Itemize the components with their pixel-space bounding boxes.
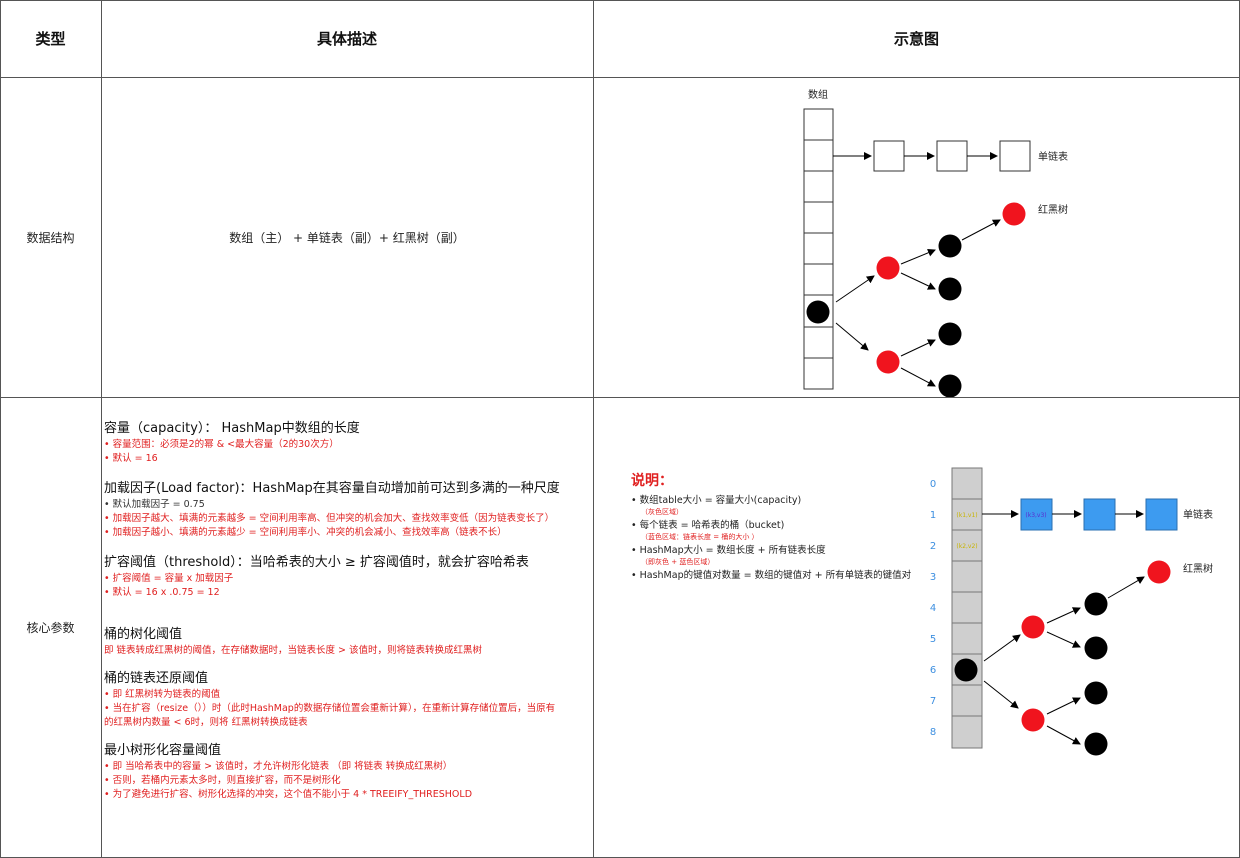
index-label: 7 (930, 696, 936, 707)
capacity-heading: 容量（capacity）： HashMap中数组的长度 (104, 421, 360, 436)
row2-type: 核心参数 (26, 621, 75, 635)
list-label: 单链表 (1038, 150, 1068, 163)
tree-black-node (1084, 592, 1108, 616)
row1-description: 数组（主） + 单链表（副）+ 红黑树（副） (229, 230, 465, 245)
untreeify-item: 的红黑树内数量 < 6时，则将 红黑树转换成链表 (104, 717, 308, 728)
array-cells (803, 108, 834, 390)
bucket-root-node (954, 658, 978, 682)
index-label: 0 (930, 479, 936, 490)
note-text: • 每个链表 = 哈希表的桶（bucket) (631, 520, 785, 531)
index-label: 1 (930, 510, 936, 521)
tree-label: 红黑树 (1183, 562, 1213, 575)
linked-list-nodes (873, 140, 1031, 172)
capacity-item: • 容量范围：必须是2的幂 & <最大容量（2的30次方） (104, 439, 339, 450)
array-indices: 0 1 2 3 4 5 6 7 8 (930, 479, 936, 738)
hashmap-diagram: 0 1 2 3 4 5 6 7 8 (k1,v1) (k2,v2) (k3,v3… (930, 467, 1213, 756)
load-factor-item: • 加载因子越小、填满的元素越少 = 空间利用率小、冲突的机会减小、查找效率高（… (104, 527, 507, 538)
tree-black-node (938, 234, 962, 258)
tree-red-node (876, 350, 900, 374)
note-text: • HashMap大小 = 数组长度 + 所有链表长度 (631, 545, 826, 556)
note-text: • 数组table大小 = 容量大小(capacity) (631, 495, 802, 506)
data-structure-diagram: 数组 单链表 红黑树 (803, 88, 1068, 397)
treeify-heading: 桶的树化阈值 (104, 627, 183, 642)
table-array-cells (951, 467, 983, 749)
note-sub: （灰色区域） (641, 508, 683, 516)
note-sub: （蓝色区域：链表长度 = 桶的大小 ） (641, 533, 759, 541)
tree-red-node (1021, 615, 1045, 639)
cell-entry: (k1,v1) (956, 512, 977, 519)
tree-edges (983, 576, 1145, 745)
min-capacity-item: • 为了避免进行扩容、树形化选择的冲突，这个值不能小于 4 * TREEIFY_… (104, 789, 473, 800)
bucket-root-node (806, 300, 830, 324)
load-factor-default: • 默认加载因子 = 0.75 (104, 499, 205, 510)
tree-red-node (876, 256, 900, 280)
node-entry: (k3,v3) (1025, 512, 1046, 519)
min-capacity-item: • 即 当哈希表中的容量 > 该值时，才允许树形化链表 （即 将链表 转换成红黑… (104, 761, 453, 772)
core-parameters: 容量（capacity）： HashMap中数组的长度 • 容量范围：必须是2的… (104, 420, 590, 802)
tree-red-node (1147, 560, 1171, 584)
header-diagram: 示意图 (893, 30, 939, 48)
tree-red-node (1002, 202, 1026, 226)
untreeify-item: • 当在扩容（resize（））时（此时HashMap的数据存储位置会重新计算）… (104, 703, 556, 714)
untreeify-item: • 即 红黑树转为链表的阈值 (104, 689, 221, 700)
tree-black-node (1084, 681, 1108, 705)
load-factor-item: • 加载因子越大、填满的元素越多 = 空间利用率高、但冲突的机会加大、查找效率变… (104, 513, 555, 524)
notes-title: 说明： (631, 473, 673, 489)
header-description: 具体描述 (316, 30, 377, 48)
index-label: 5 (930, 634, 936, 645)
index-label: 8 (930, 727, 936, 738)
threshold-heading: 扩容阈值（threshold）：当哈希表的大小 ≥ 扩容阈值时，就会扩容哈希表 (104, 555, 529, 570)
tree-black-node (1084, 732, 1108, 756)
diagram-notes: 说明： • 数组table大小 = 容量大小(capacity) （灰色区域） … (631, 470, 931, 582)
min-capacity-heading: 最小树形化容量阈值 (104, 743, 222, 758)
header-type: 类型 (35, 30, 66, 48)
row1-type: 数据结构 (26, 230, 75, 245)
cell-entry: (k2,v2) (956, 543, 977, 550)
load-factor-heading: 加载因子(Load factor)：HashMap在其容量自动增加前可达到多满的… (104, 481, 560, 496)
tree-black-node (938, 277, 962, 301)
index-label: 3 (930, 572, 936, 583)
untreeify-heading: 桶的链表还原阈值 (104, 671, 209, 686)
index-label: 4 (930, 603, 936, 614)
capacity-item: • 默认 = 16 (104, 453, 158, 464)
note-text: • HashMap的键值对数量 = 数组的键值对 + 所有单链表的键值对 (631, 570, 912, 581)
tree-label: 红黑树 (1038, 203, 1068, 216)
tree-black-node (1084, 636, 1108, 660)
bucket-list-nodes (1020, 498, 1178, 531)
treeify-item: 即 链表转成红黑树的阈值，在存储数据时，当链表长度 > 该值时，则将链表转换成红… (104, 645, 483, 656)
tree-black-node (938, 374, 962, 397)
tree-red-node (1021, 708, 1045, 732)
index-label: 2 (930, 541, 936, 552)
tree-edges (835, 219, 1001, 387)
index-label: 6 (930, 665, 936, 676)
list-label: 单链表 (1183, 508, 1213, 521)
min-capacity-item: • 否则，若桶内元素太多时，则直接扩容，而不是树形化 (104, 775, 341, 786)
note-sub: （即灰色 + 蓝色区域） (641, 558, 715, 566)
array-label: 数组 (808, 88, 828, 101)
tree-black-node (938, 322, 962, 346)
threshold-item: • 默认 = 16 x .0.75 = 12 (104, 587, 220, 598)
threshold-item: • 扩容阈值 = 容量 x 加载因子 (104, 573, 234, 584)
